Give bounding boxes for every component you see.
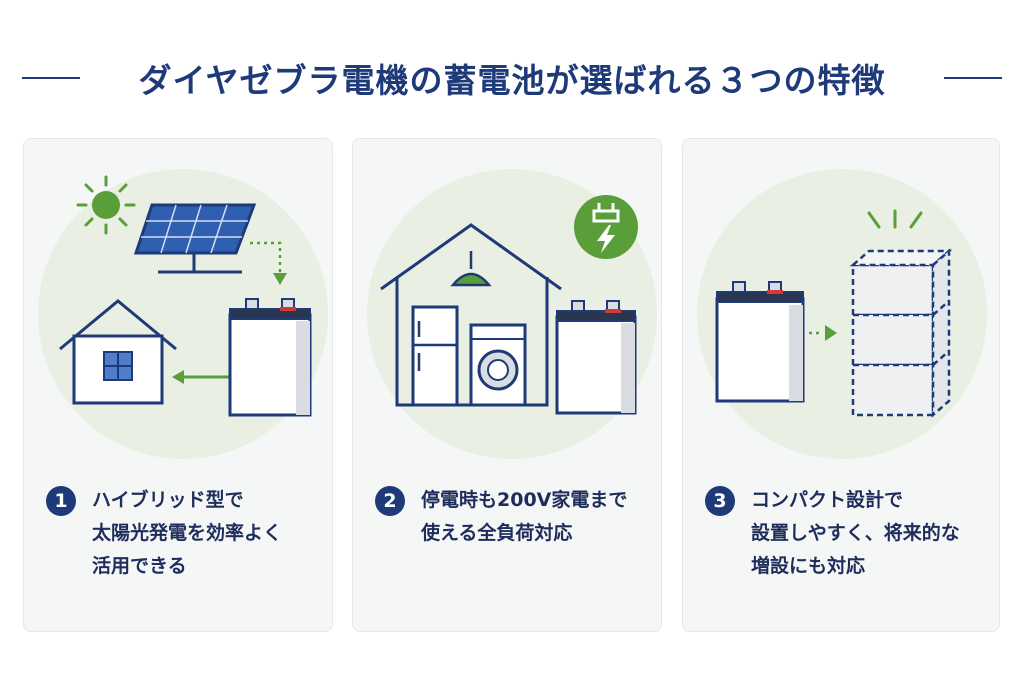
feature-line: 活用できる <box>92 555 187 577</box>
feature-number-badge: 3 <box>705 486 735 516</box>
house-icon <box>59 299 177 405</box>
feature-line: コンパクト設計で <box>751 489 904 511</box>
title-row: ダイヤゼブラ電機の蓄電池が選ばれる３つの特徴 <box>0 50 1024 106</box>
feature-number-badge: 2 <box>375 486 405 516</box>
battery-icon <box>228 298 312 417</box>
feature-number-badge: 1 <box>46 486 76 516</box>
sun-icon <box>76 175 136 235</box>
feature-illustration-2 <box>380 195 638 415</box>
arrow-icon <box>172 370 229 384</box>
feature-card-1: 1 ハイブリッド型で 太陽光発電を効率よく 活用できる <box>23 138 333 632</box>
feature-card-2: 2 停電時も200V家電まで 使える全負荷対応 <box>352 138 662 632</box>
expansion-stack-icon <box>849 248 953 418</box>
solar-panel-icon <box>133 203 257 274</box>
washing-machine-icon <box>469 323 527 407</box>
plug-lightning-icon <box>574 195 638 259</box>
battery-icon <box>555 300 637 415</box>
feature-card-3: 3 コンパクト設計で 設置しやすく、将来的な 増設にも対応 <box>682 138 1000 632</box>
arrow-icon <box>809 325 837 341</box>
feature-description: ハイブリッド型で 太陽光発電を効率よく 活用できる <box>92 484 282 583</box>
feature-line: 太陽光発電を効率よく <box>92 522 283 544</box>
arrow-icon <box>250 241 287 285</box>
feature-line: ハイブリッド型で <box>92 489 244 511</box>
feature-illustration-1 <box>59 175 312 417</box>
feature-description: 停電時も200V家電まで 使える全負荷対応 <box>421 484 627 550</box>
refrigerator-icon <box>411 305 459 407</box>
feature-line: 増設にも対応 <box>751 555 866 577</box>
feature-3: 3 コンパクト設計で 設置しやすく、将来的な 増設にも対応 <box>705 484 989 583</box>
title-divider-right <box>944 77 1002 79</box>
title-divider-left <box>22 77 80 79</box>
battery-icon <box>715 281 805 403</box>
feature-1: 1 ハイブリッド型で 太陽光発電を効率よく 活用できる <box>46 484 322 583</box>
feature-line: 使える全負荷対応 <box>421 522 573 544</box>
sparkle-icon <box>867 209 923 229</box>
feature-2: 2 停電時も200V家電まで 使える全負荷対応 <box>375 484 651 550</box>
feature-line: 停電時も200V家電まで <box>421 489 628 511</box>
page-title: ダイヤゼブラ電機の蓄電池が選ばれる３つの特徴 <box>138 61 886 100</box>
lamp-icon <box>450 251 492 287</box>
feature-line: 設置しやすく、将来的な <box>751 522 960 544</box>
feature-description: コンパクト設計で 設置しやすく、将来的な 増設にも対応 <box>751 484 960 583</box>
feature-illustration-3 <box>715 209 953 418</box>
